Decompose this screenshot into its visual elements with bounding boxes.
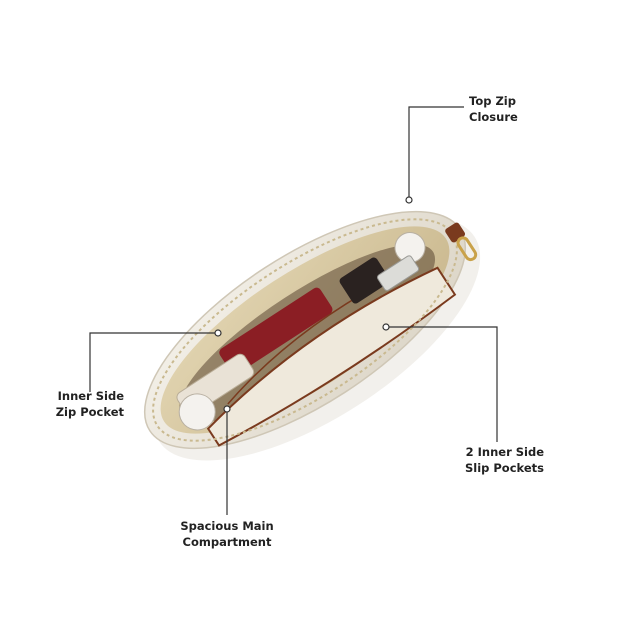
callout-spacious-main-compartment: Spacious Main Compartment <box>172 518 282 550</box>
callout-inner-side-zip-pocket: Inner Side Zip Pocket <box>46 388 124 420</box>
slip-pocket-front <box>206 266 457 447</box>
callout-slip-line2: Slip Pockets <box>464 461 544 475</box>
callout-main-line1: Spacious Main <box>180 519 274 533</box>
leader-slip-pockets <box>386 326 498 442</box>
callout-inner-zip-line2: Zip Pocket <box>55 405 124 419</box>
burgundy-wallet <box>219 287 333 375</box>
black-bottle <box>339 257 390 304</box>
leader-lines <box>89 106 498 515</box>
callout-inner-zip-line1: Inner Side <box>57 389 124 403</box>
callout-top-zip-line1: Top Zip <box>469 94 516 108</box>
white-jar-bottom <box>178 393 216 431</box>
callout-slip-line1: 2 Inner Side <box>465 445 544 459</box>
callout-top-zip-closure: Top Zip Closure <box>469 93 518 125</box>
leader-top-zip <box>408 106 464 200</box>
white-jar-top <box>394 231 426 263</box>
cosmetic-pouch <box>143 210 481 461</box>
leader-inner-zip <box>89 332 218 392</box>
zip-pull <box>445 222 478 262</box>
callout-top-zip-line2: Closure <box>469 110 518 124</box>
callout-main-line2: Compartment <box>182 535 272 549</box>
callout-inner-side-slip-pockets: 2 Inner Side Slip Pockets <box>452 444 544 476</box>
silver-item <box>377 255 420 291</box>
